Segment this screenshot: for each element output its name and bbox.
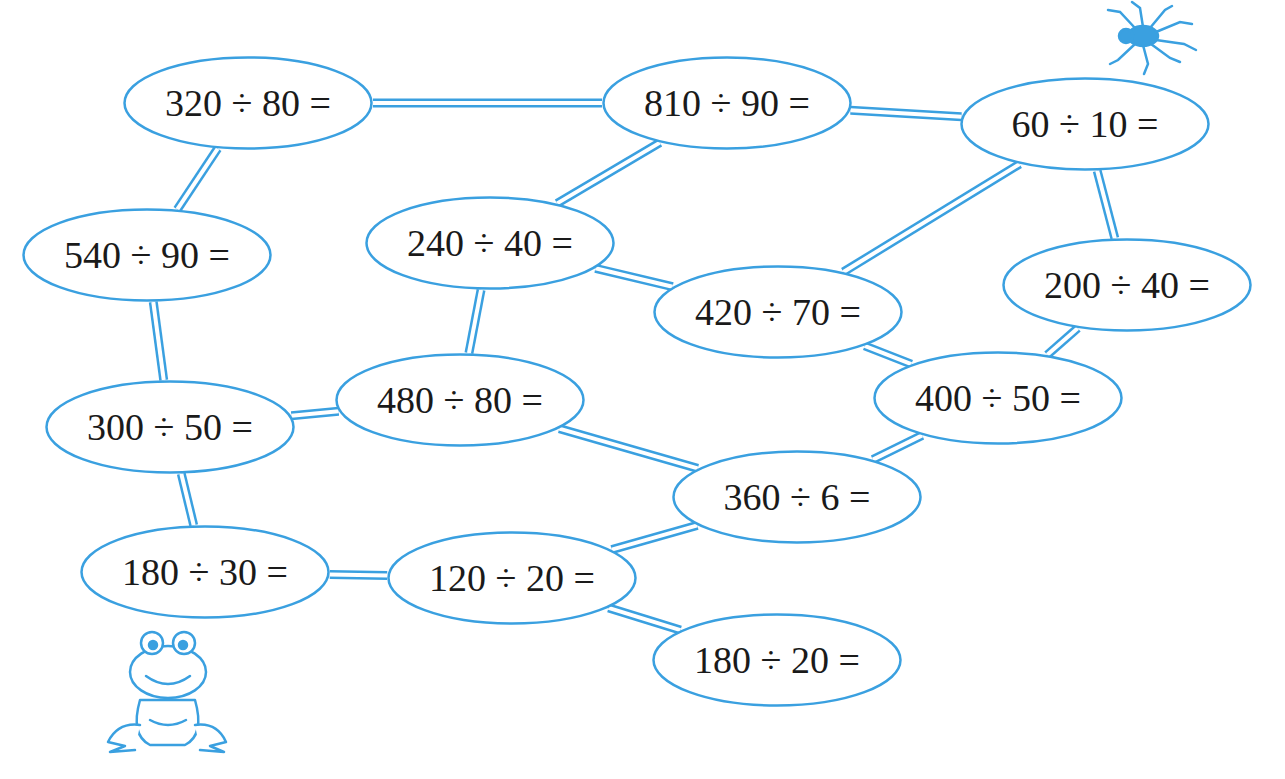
track-outline <box>557 143 660 204</box>
track-outline <box>559 429 697 469</box>
double-track <box>851 110 962 117</box>
double-track <box>1047 328 1077 355</box>
double-track <box>181 474 193 525</box>
sum-oval: 810 ÷ 90 = <box>602 56 852 150</box>
sum-oval: 400 ÷ 50 = <box>873 351 1123 445</box>
track-outline <box>843 164 1019 272</box>
double-track <box>1097 171 1115 238</box>
sum-text: 240 ÷ 40 = <box>407 224 573 262</box>
track-inner <box>595 268 672 286</box>
track-outline <box>469 290 481 353</box>
double-track <box>330 574 387 575</box>
double-track <box>609 608 681 630</box>
track-inner <box>612 525 698 549</box>
track-inner <box>469 290 481 353</box>
track-inner <box>609 608 681 630</box>
sum-oval: 320 ÷ 80 = <box>123 56 373 150</box>
sum-text: 400 ÷ 50 = <box>915 379 1081 417</box>
sum-text: 480 ÷ 80 = <box>377 381 543 419</box>
sum-text: 810 ÷ 90 = <box>644 84 810 122</box>
sum-text: 300 ÷ 50 = <box>87 408 253 446</box>
track-outline <box>595 268 672 286</box>
sum-oval: 120 ÷ 20 = <box>387 531 637 625</box>
track-inner <box>373 101 602 105</box>
track-outline <box>330 574 387 575</box>
spider-picture <box>1108 2 1196 74</box>
track-outline <box>873 435 922 459</box>
sum-text: 200 ÷ 40 = <box>1044 266 1210 304</box>
track-outline <box>153 302 163 380</box>
track-inner <box>559 429 697 469</box>
sum-text: 540 ÷ 90 = <box>64 236 230 274</box>
double-track <box>373 103 602 104</box>
track-outline <box>291 411 338 415</box>
sum-text: 360 ÷ 6 = <box>724 478 871 516</box>
track-outline <box>851 110 962 117</box>
track-outline <box>1047 328 1077 355</box>
track-outline <box>612 525 698 549</box>
track-inner <box>153 302 163 380</box>
double-track <box>612 525 698 549</box>
sum-oval: 300 ÷ 50 = <box>45 380 295 474</box>
sum-oval: 540 ÷ 90 = <box>22 208 272 302</box>
sum-oval: 480 ÷ 80 = <box>335 353 585 447</box>
track-outline <box>609 608 681 630</box>
sum-text: 420 ÷ 70 = <box>695 293 861 331</box>
double-track <box>559 429 697 469</box>
track-outline <box>177 149 217 210</box>
sum-oval: 360 ÷ 6 = <box>672 450 922 544</box>
sum-text: 180 ÷ 20 = <box>694 641 860 679</box>
double-track <box>469 290 481 353</box>
track-inner <box>873 435 922 459</box>
sum-text: 120 ÷ 20 = <box>429 559 595 597</box>
sum-oval: 60 ÷ 10 = <box>960 77 1210 171</box>
track-inner <box>291 411 338 415</box>
sum-oval: 420 ÷ 70 = <box>653 265 903 359</box>
track-inner <box>177 149 217 210</box>
sum-text: 180 ÷ 30 = <box>122 553 288 591</box>
track-inner <box>1047 328 1077 355</box>
sum-oval: 180 ÷ 30 = <box>80 525 330 619</box>
sum-text: 320 ÷ 80 = <box>165 84 331 122</box>
track-outline <box>1097 171 1115 238</box>
double-track <box>557 143 660 204</box>
track-outline <box>373 99 602 108</box>
double-track <box>177 149 217 210</box>
track-inner <box>557 143 660 204</box>
sum-oval: 200 ÷ 40 = <box>1002 238 1252 332</box>
track-outline <box>865 346 912 364</box>
sum-text: 60 ÷ 10 = <box>1012 105 1159 143</box>
track-inner <box>181 474 193 525</box>
double-track <box>595 268 672 286</box>
sum-oval: 240 ÷ 40 = <box>365 196 615 290</box>
track-inner <box>330 574 387 575</box>
track-outline <box>181 474 193 525</box>
double-track <box>153 302 163 380</box>
sum-oval: 180 ÷ 20 = <box>652 613 902 707</box>
track-inner <box>843 164 1019 272</box>
double-track <box>873 435 922 459</box>
double-track <box>865 346 912 364</box>
frog-picture <box>108 632 226 752</box>
track-inner <box>1097 171 1115 238</box>
double-track <box>843 164 1019 272</box>
double-track <box>291 411 338 415</box>
track-inner <box>851 110 962 117</box>
track-inner <box>865 346 912 364</box>
